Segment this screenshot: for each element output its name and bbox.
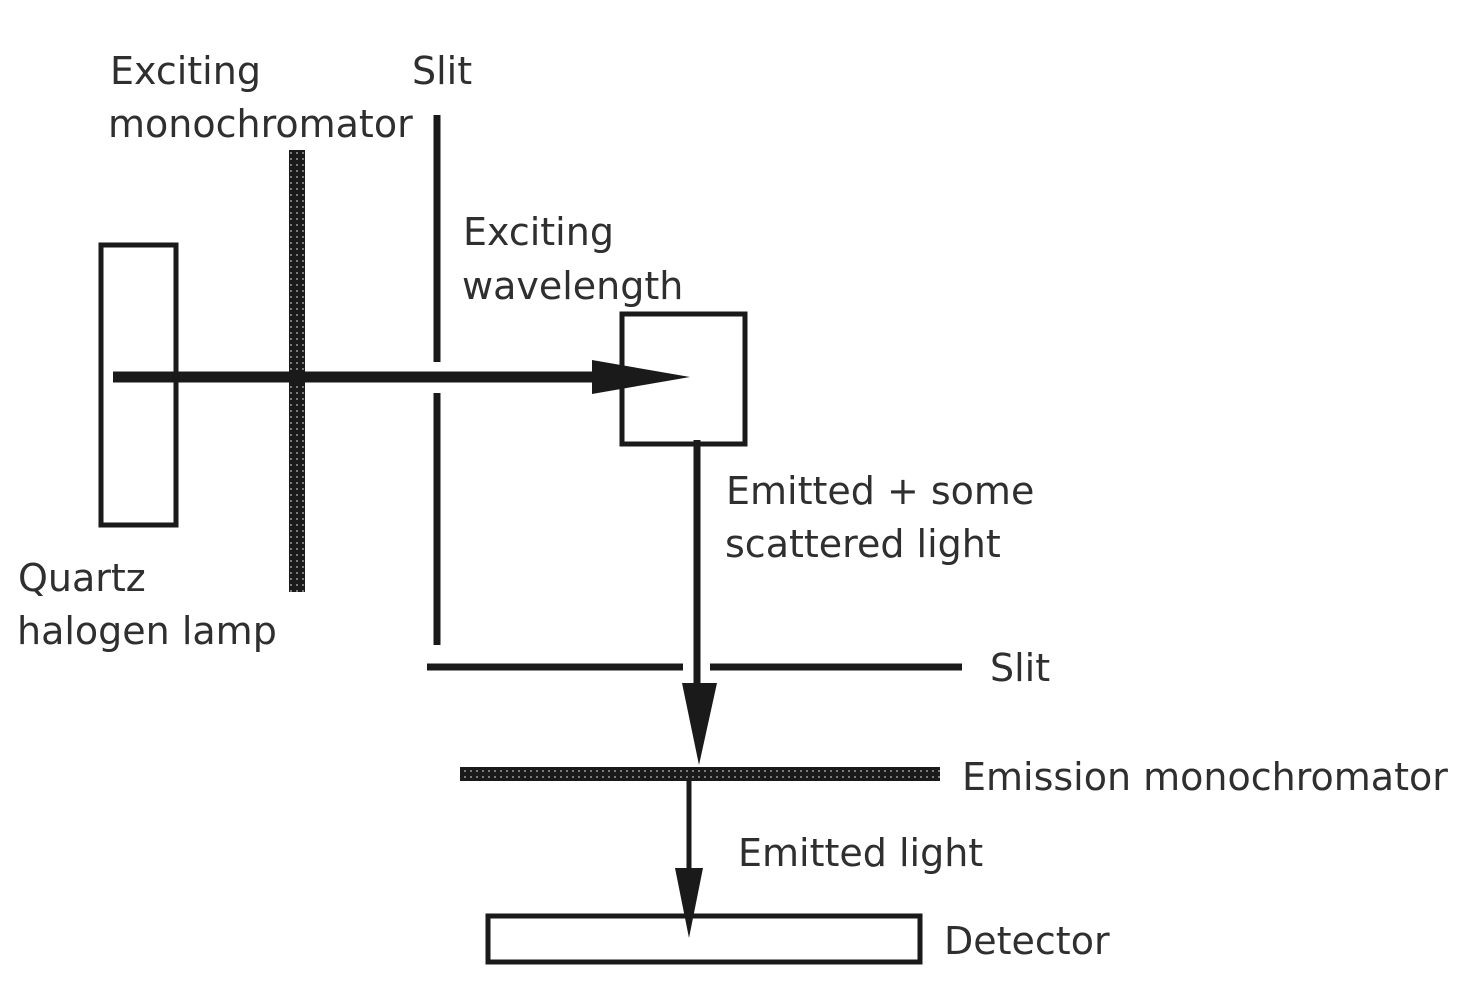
label-emission-monochromator: Emission monochromator [962,755,1448,799]
exciting-monochromator-grating [289,150,305,592]
label-exciting-monochromator-line2: monochromator [108,102,413,146]
label-detector: Detector [944,919,1110,963]
label-emitted-light: Emitted light [738,831,983,875]
label-quartz-lamp-line2: halogen lamp [17,609,277,653]
label-emitted-scattered-line2: scattered light [725,522,1001,566]
emission-arrowhead [682,683,717,765]
excitation-arrowhead [592,360,690,394]
sample-cuvette [619,311,748,447]
emission-monochromator-grating [460,767,940,781]
label-slit-bottom: Slit [990,646,1050,690]
detector-box [485,913,923,965]
label-exciting-wavelength-line2: wavelength [462,264,683,308]
label-exciting-monochromator-line1: Exciting [110,49,261,93]
quartz-lamp-box [98,242,179,528]
label-slit-top: Slit [412,49,472,93]
label-quartz-lamp-line1: Quartz [18,556,146,600]
detector-arrowhead [675,868,703,938]
label-emitted-scattered-line1: Emitted + some [726,469,1034,513]
label-exciting-wavelength-line1: Exciting [463,210,614,254]
